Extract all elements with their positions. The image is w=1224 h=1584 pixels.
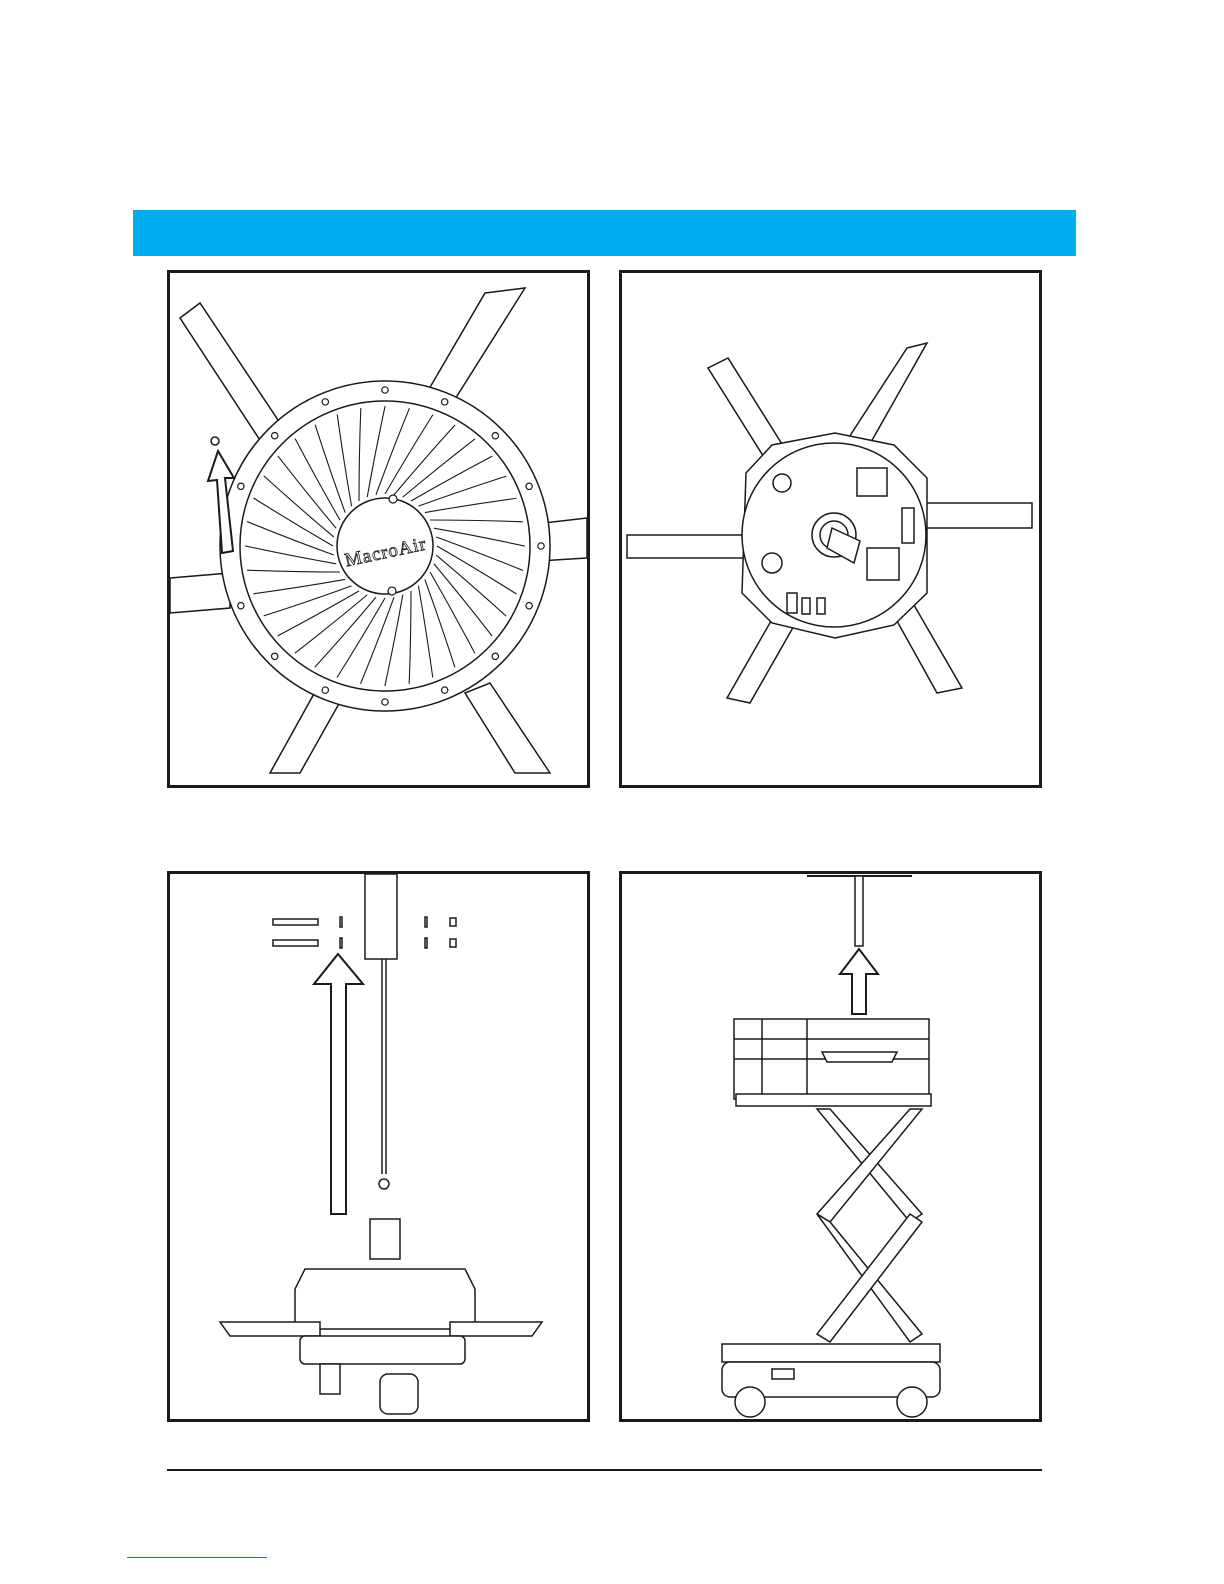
downrod	[365, 874, 397, 959]
blade-arm	[912, 503, 1032, 528]
hub-bolt	[492, 653, 498, 659]
mount-arm	[450, 1322, 542, 1336]
scissor-lift-illustration	[622, 874, 1039, 1419]
hub-bolt	[322, 687, 328, 693]
hub-bolt	[238, 483, 244, 489]
board-module	[867, 548, 899, 580]
washer	[425, 917, 427, 927]
lift-base-top	[722, 1344, 940, 1362]
hub-shaft	[370, 1219, 400, 1259]
hub-on-platform	[822, 1052, 897, 1062]
hub-bolt	[492, 432, 498, 438]
screw-hole-icon	[211, 437, 219, 445]
hub-mount-illustration	[170, 874, 587, 1419]
board-component	[802, 598, 810, 614]
cap-screw	[389, 495, 397, 503]
figure-panel-hub-mount	[167, 871, 590, 1422]
blade-arm	[627, 535, 757, 558]
nut	[450, 918, 456, 926]
hub-bolt	[271, 432, 277, 438]
fan-hub-illustration: MacroAir	[170, 273, 587, 785]
figure-panel-hub-rear	[619, 270, 1042, 788]
bolt	[273, 940, 318, 946]
hub-handle	[380, 1374, 418, 1414]
footer-rule	[167, 1469, 1042, 1471]
hub-bolt	[238, 602, 244, 608]
hub-bolt	[271, 653, 277, 659]
hub-component	[320, 1364, 340, 1394]
board-capacitor	[762, 553, 782, 573]
cap-screw	[388, 587, 396, 595]
link-underline[interactable]	[127, 1557, 267, 1558]
board-chip	[857, 468, 887, 496]
hub-bolt	[441, 687, 447, 693]
hub-bolt	[441, 399, 447, 405]
board-capacitor	[773, 474, 791, 492]
hub-bolt	[526, 602, 532, 608]
hub-bolt	[538, 543, 544, 549]
lift-label-plate	[772, 1369, 794, 1379]
figure-panel-scissor-lift	[619, 871, 1042, 1422]
lift-wheel	[735, 1387, 765, 1417]
blade-arm	[170, 573, 230, 613]
hub-bolt	[322, 399, 328, 405]
arrow-up-icon	[840, 949, 878, 1014]
arrow-up-icon	[314, 954, 363, 1214]
hub-bolt	[382, 387, 388, 393]
bolt	[273, 919, 318, 925]
washer	[340, 917, 342, 927]
safety-cable-loop	[379, 1179, 389, 1189]
fan-hub-rear-illustration	[622, 273, 1039, 785]
platform-deck	[736, 1094, 931, 1106]
board-component	[787, 593, 797, 613]
mount-arm	[220, 1322, 320, 1336]
hub-bolt	[526, 483, 532, 489]
board-component	[817, 598, 825, 614]
blade-arm	[465, 683, 550, 773]
washer	[340, 938, 342, 948]
board-connector	[902, 508, 914, 543]
nut	[450, 939, 456, 947]
downrod	[855, 876, 863, 946]
lift-wheel	[897, 1387, 927, 1417]
motor-housing	[295, 1269, 475, 1329]
hub-base	[300, 1336, 465, 1364]
washer	[425, 938, 427, 948]
hub-bolt	[382, 699, 388, 705]
figure-panel-hub-front: MacroAir	[167, 270, 590, 788]
section-header-banner	[133, 210, 1076, 256]
